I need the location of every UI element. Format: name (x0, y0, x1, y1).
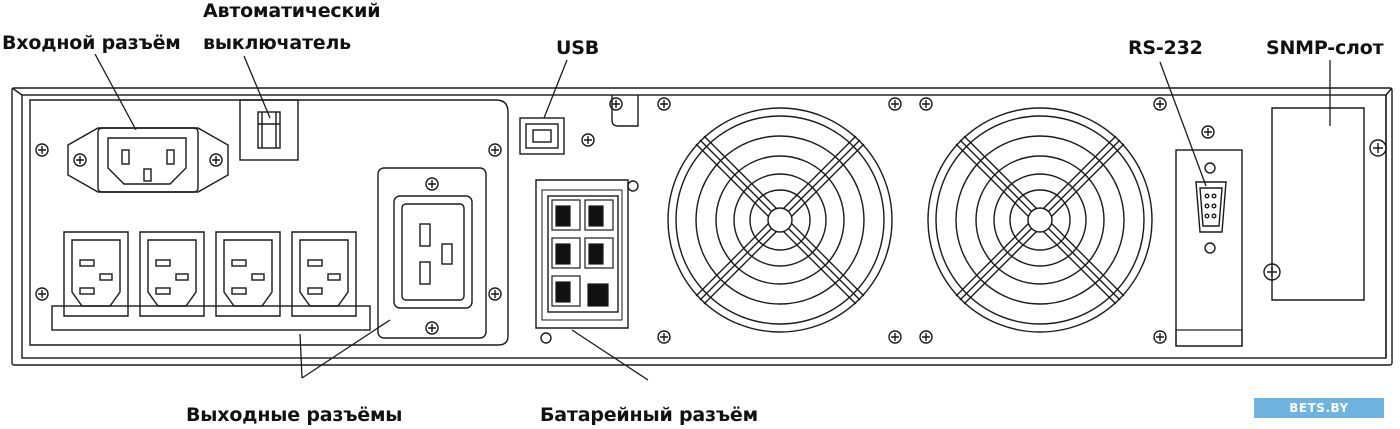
fan-panel (609, 95, 1167, 344)
usb-port (519, 117, 595, 155)
output-connectors-label: Выходные разъёмы (186, 404, 403, 426)
output-socket-3 (215, 231, 281, 317)
chassis (11, 87, 1393, 366)
input-connector-label: Входной разъём (2, 32, 181, 54)
circuit-breaker-label-line2: выключатель (203, 32, 351, 54)
battery-connector-label: Батарейный разъём (540, 404, 758, 426)
usb-label: USB (556, 37, 599, 59)
output-socket-4 (291, 231, 357, 317)
battery-connector (535, 179, 639, 344)
fan-1 (667, 107, 893, 333)
output-socket-2 (139, 231, 205, 317)
left-panel (29, 99, 509, 346)
watermark-badge: BETS.BY (1254, 398, 1384, 418)
output-socket-1 (63, 231, 129, 317)
circuit-breaker-label-line1: Автоматический (203, 0, 381, 22)
output-socket-c19 (377, 167, 487, 339)
callout-lines (94, 53, 1331, 381)
fan-2 (927, 107, 1153, 333)
rs232-port (1175, 125, 1243, 347)
snmp-slot (1263, 107, 1387, 301)
output-connectors (35, 143, 502, 339)
circuit-breaker (239, 99, 299, 161)
input-connector (67, 127, 229, 193)
snmp-slot-label: SNMP-слот (1266, 37, 1384, 59)
rs232-label: RS-232 (1128, 37, 1203, 59)
